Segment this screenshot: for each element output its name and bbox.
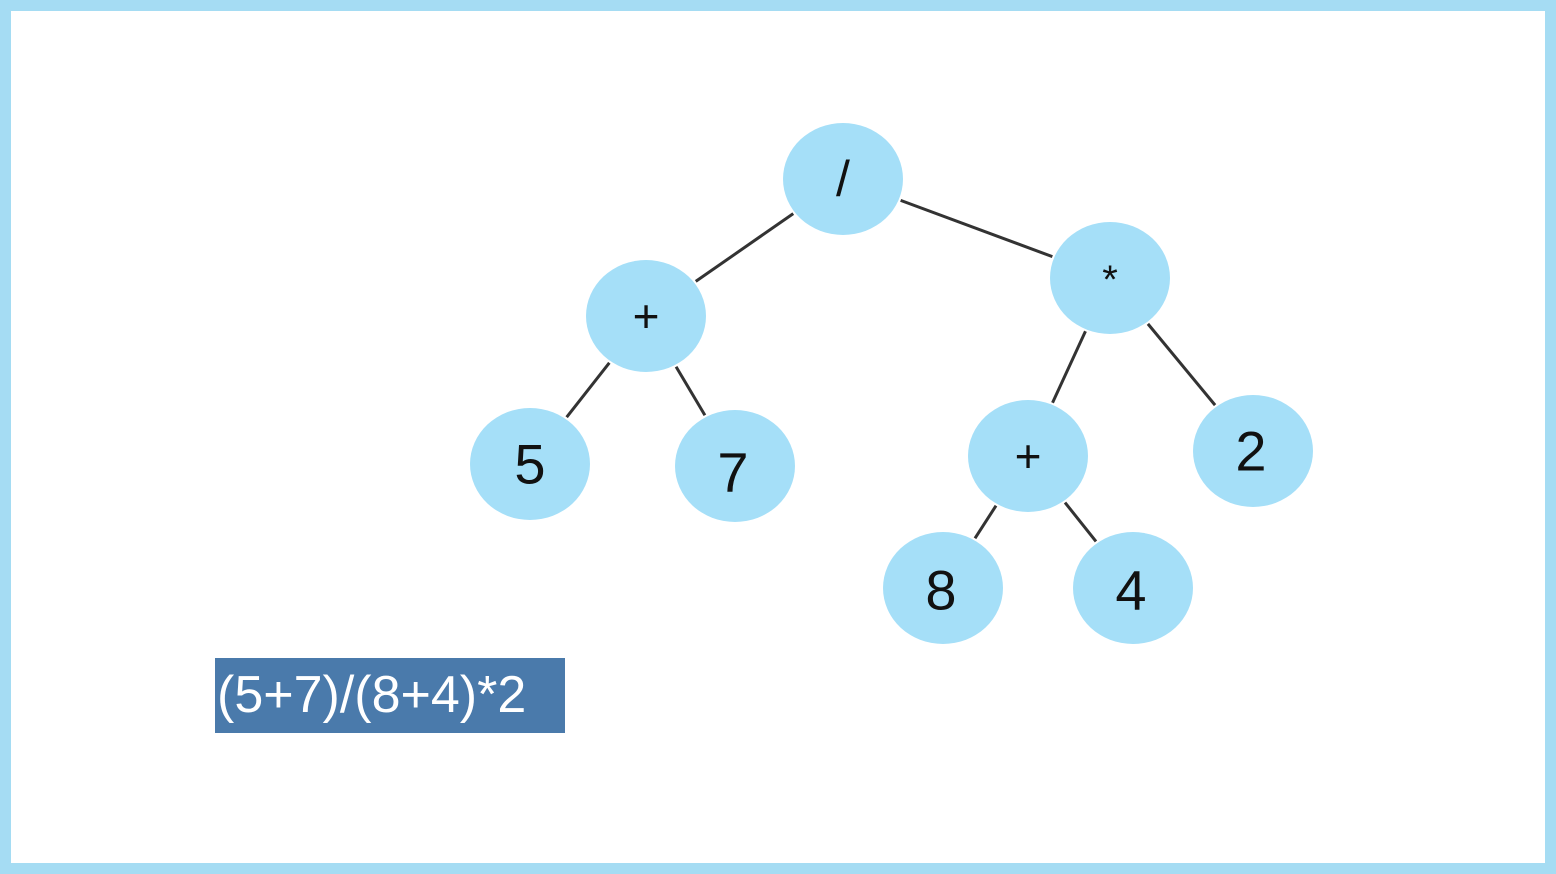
tree-node-times: *	[1050, 222, 1170, 334]
node-circle	[470, 408, 590, 520]
node-circle	[1050, 222, 1170, 334]
tree-node-four: 4	[1073, 532, 1193, 644]
node-label: +	[1015, 430, 1042, 482]
tree-node-five: 5	[470, 408, 590, 520]
node-label: 2	[1235, 420, 1266, 483]
edge-plus_left-seven	[674, 365, 707, 417]
node-circle	[783, 123, 903, 235]
tree-node-eight: 8	[883, 532, 1003, 644]
node-label: 4	[1115, 559, 1146, 622]
expression-label: (5+7)/(8+4)*2	[215, 658, 565, 733]
tree-edges	[565, 198, 1217, 543]
edge-times-two	[1146, 322, 1217, 407]
node-circle	[586, 260, 706, 372]
tree-nodes: / + * 5 7 +2 8 4	[470, 123, 1313, 644]
node-circle	[1193, 395, 1313, 507]
node-label: 7	[717, 441, 748, 504]
edge-plus_left-five	[565, 361, 611, 419]
node-circle	[883, 532, 1003, 644]
tree-node-plus_left: +	[586, 260, 706, 372]
node-circle	[968, 400, 1088, 512]
node-circle	[675, 410, 795, 522]
edge-root-times	[900, 198, 1053, 259]
node-label: *	[1102, 258, 1118, 302]
edge-times-plus_right	[1051, 330, 1087, 404]
node-label: 8	[925, 559, 956, 622]
node-label: +	[633, 290, 660, 342]
node-circle	[1073, 532, 1193, 644]
tree-node-plus_right: +	[968, 400, 1088, 512]
edge-plus_right-four	[1063, 501, 1098, 543]
node-label: 5	[514, 433, 545, 496]
edge-root-plus_left	[694, 212, 795, 283]
tree-node-two: 2	[1193, 395, 1313, 507]
edge-plus_right-eight	[973, 504, 998, 540]
node-label: /	[836, 151, 850, 207]
tree-node-seven: 7	[675, 410, 795, 522]
tree-node-root: /	[783, 123, 903, 235]
